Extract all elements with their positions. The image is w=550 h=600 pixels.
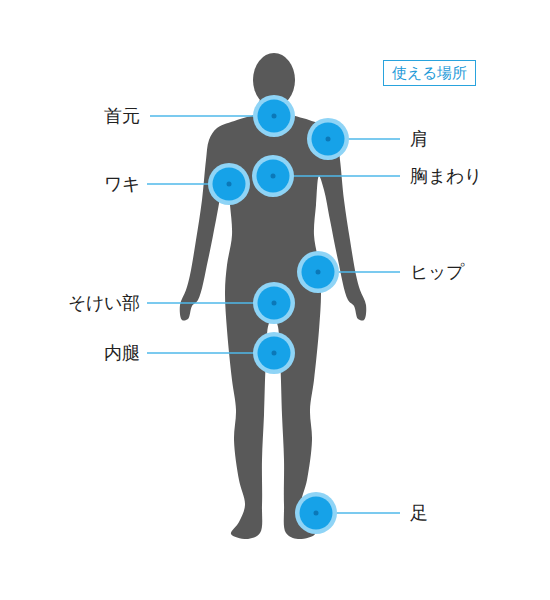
spot-dot (271, 174, 276, 179)
box-title: 使える場所 (392, 64, 467, 82)
usage-spot (252, 155, 294, 197)
body-part-label: 肩 (410, 130, 428, 148)
legend-box: 使える場所 (383, 60, 476, 86)
leader-lines (147, 116, 400, 513)
spot-ring (295, 492, 337, 534)
body-shape (180, 97, 367, 539)
spot-core (258, 287, 291, 320)
body-part-label: そけい部 (68, 294, 140, 312)
spot-dot (316, 270, 321, 275)
spot-dot (272, 114, 277, 119)
spot-core (213, 168, 246, 201)
body-part-label: ヒップ (410, 263, 464, 281)
body-part-label: ワキ (104, 175, 140, 193)
spot-dot (272, 351, 277, 356)
usage-spot (208, 163, 250, 205)
spot-dot (314, 511, 319, 516)
usage-spot (295, 492, 337, 534)
spot-core (302, 256, 335, 289)
body-part-label: 胸まわり (410, 167, 482, 185)
spot-ring (252, 155, 294, 197)
spot-dot (227, 182, 232, 187)
usage-spot (253, 332, 295, 374)
spot-dot (272, 301, 277, 306)
spot-ring (253, 95, 295, 137)
spot-core (258, 337, 291, 370)
usage-spot (297, 251, 339, 293)
body-part-label: 足 (410, 504, 428, 522)
spot-ring (253, 282, 295, 324)
spot-ring (307, 118, 349, 160)
spot-dot (326, 137, 331, 142)
body-part-label: 内腿 (104, 344, 140, 362)
spot-core (258, 100, 291, 133)
spot-core (257, 160, 290, 193)
usage-spot (253, 282, 295, 324)
spot-core (300, 497, 333, 530)
usage-spot (253, 95, 295, 137)
usage-spots (208, 95, 349, 534)
spot-ring (297, 251, 339, 293)
human-silhouette (180, 53, 367, 539)
spot-ring (208, 163, 250, 205)
usage-spot (307, 118, 349, 160)
spot-ring (253, 332, 295, 374)
spot-core (312, 123, 345, 156)
body-part-label: 首元 (104, 107, 140, 125)
